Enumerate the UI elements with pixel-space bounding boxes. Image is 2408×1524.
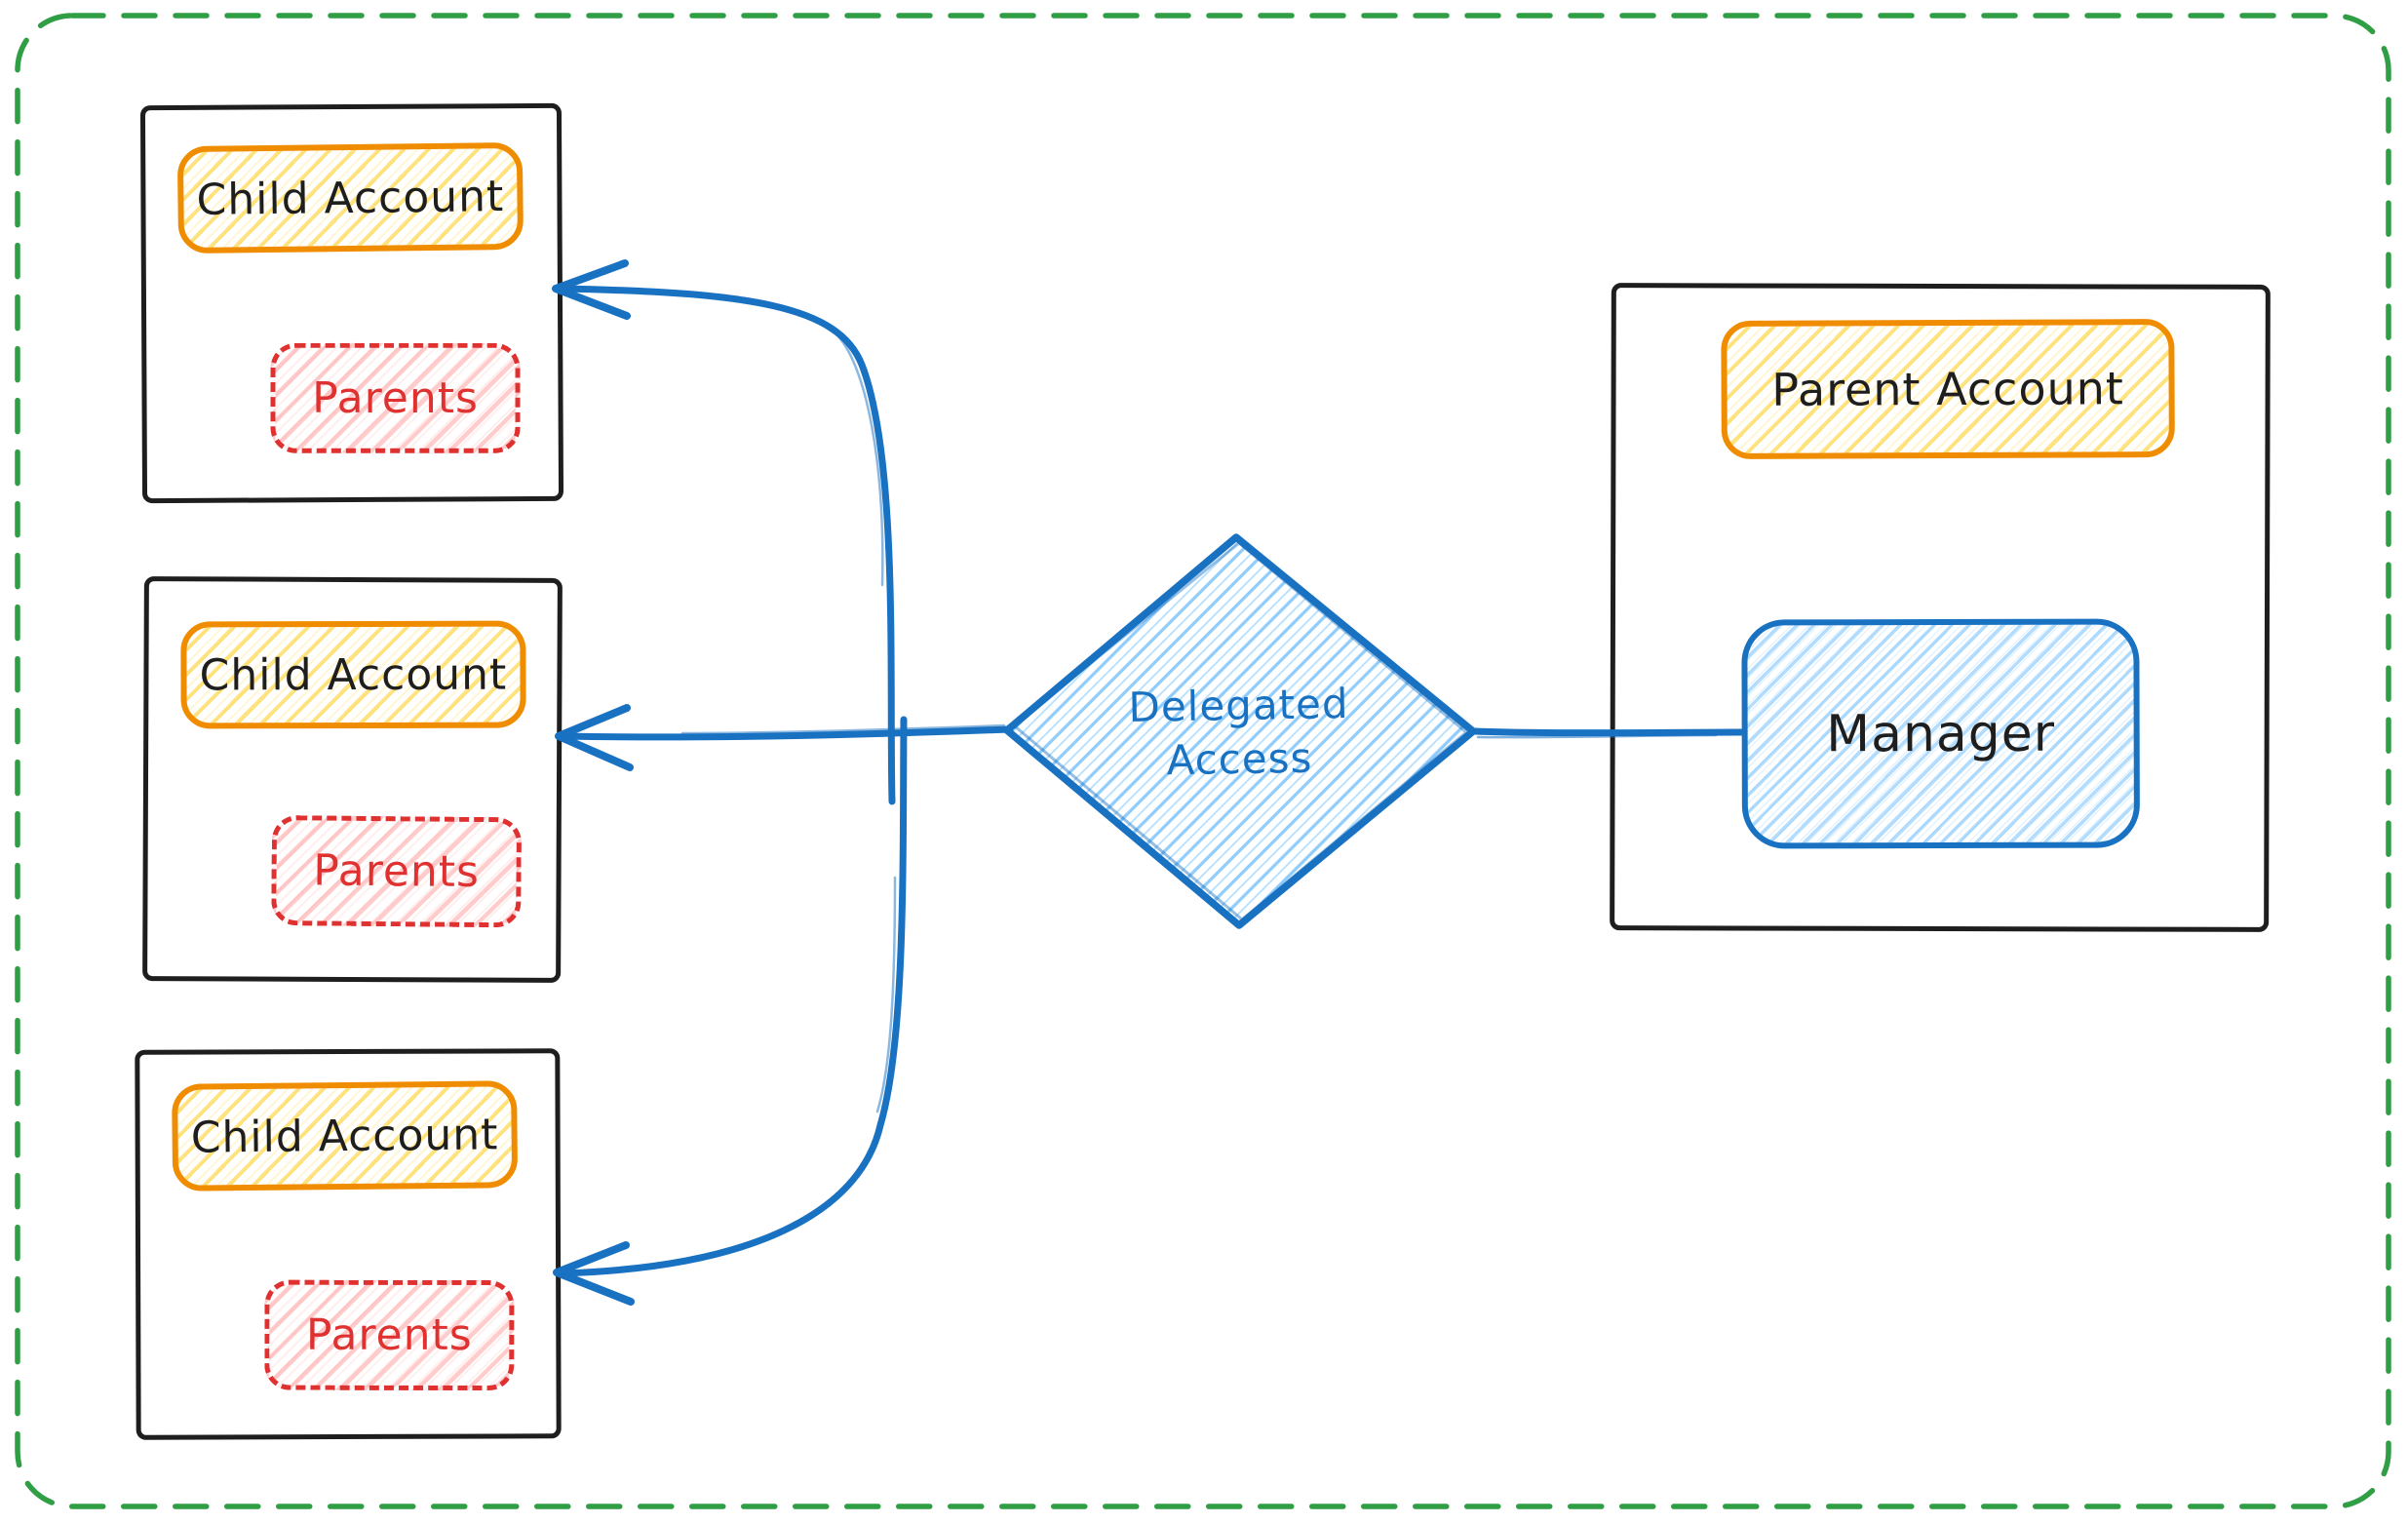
parent-account-box[interactable]: Parent Account Manager [1610, 283, 2271, 932]
arrow-to-child-1[interactable] [552, 259, 896, 805]
child-account-title-pill-2[interactable]: Child Account [180, 620, 526, 729]
child-account-title-text-3: Child Account [190, 1109, 499, 1163]
child-account-title-pill-1[interactable]: Child Account [176, 141, 524, 254]
parent-account-title-pill[interactable]: Parent Account [1721, 319, 2175, 460]
child-account-box-2[interactable]: Child Account Parents [142, 576, 563, 983]
child-account-title-text-1: Child Account [196, 171, 505, 225]
arrowhead-child-1 [552, 259, 631, 320]
child-account-title-pill-3[interactable]: Child Account [172, 1080, 519, 1192]
arrow-to-child-2[interactable] [555, 704, 1013, 771]
parent-account-title-text: Parent Account [1771, 362, 2124, 416]
manager-pill[interactable]: Manager [1741, 618, 2140, 849]
parents-pill-2[interactable]: Parents [271, 814, 523, 928]
child-account-box-3[interactable]: Child Account Parents [135, 1048, 562, 1440]
parents-text-2: Parents [312, 845, 481, 898]
child-account-box-1[interactable]: Child Account Parents [139, 102, 564, 504]
parents-pill-1[interactable]: Parents [270, 342, 521, 453]
parents-text-1: Parents [312, 372, 479, 423]
parents-text-3: Parents [305, 1309, 473, 1361]
arrowhead-child-3 [553, 1241, 635, 1306]
manager-text: Manager [1826, 704, 2056, 763]
delegated-access-label: Delegated Access [1128, 680, 1349, 784]
child-account-title-text-2: Child Account [199, 649, 508, 700]
arrowhead-child-2 [555, 704, 634, 771]
arrow-to-child-3[interactable] [553, 716, 908, 1306]
parents-pill-3[interactable]: Parents [264, 1279, 515, 1391]
